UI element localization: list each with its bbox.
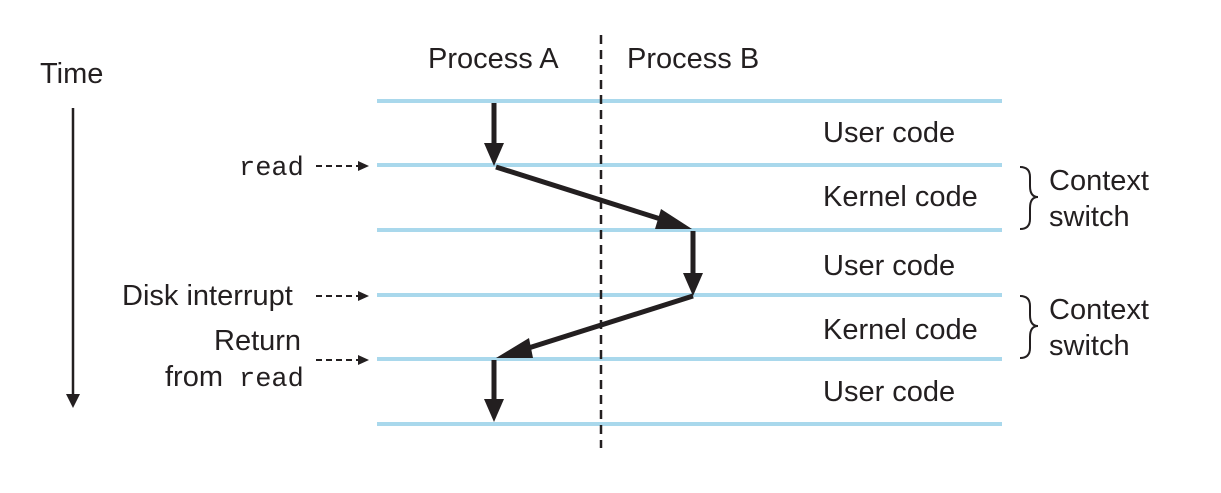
event-label: Disk interrupt xyxy=(122,280,293,312)
diagonal-arrow-icon xyxy=(496,338,533,358)
context-switch-label: Context xyxy=(1049,165,1149,197)
event-disk-interrupt: Disk interrupt xyxy=(122,280,369,312)
event-label: read xyxy=(239,154,304,184)
band-label: Kernel code xyxy=(823,181,978,213)
context-switch-label: switch xyxy=(1049,201,1130,233)
event-label: Return xyxy=(214,325,301,357)
band-label: Kernel code xyxy=(823,314,978,346)
diagonal-arrow-icon xyxy=(655,209,692,229)
event-return-from-read: Return from read xyxy=(165,325,369,395)
event-read: read xyxy=(239,154,369,184)
process-a-label: Process A xyxy=(428,43,559,75)
pointer-arrow-icon xyxy=(358,355,369,365)
down-arrow-icon xyxy=(484,143,504,166)
context-switch-1: Context switch xyxy=(1019,165,1149,233)
time-arrowhead-icon xyxy=(66,394,80,408)
event-label: from xyxy=(165,361,223,393)
time-axis: Time xyxy=(40,58,103,408)
flow-segment xyxy=(495,164,671,225)
brace-icon xyxy=(1019,295,1039,359)
context-switch-label: switch xyxy=(1049,330,1130,362)
band-label: User code xyxy=(823,117,955,149)
context-switch-2: Context switch xyxy=(1019,294,1149,362)
pointer-arrow-icon xyxy=(358,291,369,301)
band-label: User code xyxy=(823,376,955,408)
flow-segment xyxy=(518,293,694,354)
context-switch-label: Context xyxy=(1049,294,1149,326)
brace-icon xyxy=(1019,166,1039,230)
pointer-arrow-icon xyxy=(358,161,369,171)
time-label: Time xyxy=(40,58,103,90)
band-label: User code xyxy=(823,250,955,282)
down-arrow-icon xyxy=(683,273,703,296)
control-flow xyxy=(484,103,703,422)
down-arrow-icon xyxy=(484,399,504,422)
event-label: read xyxy=(239,365,304,395)
process-b-label: Process B xyxy=(627,43,759,75)
